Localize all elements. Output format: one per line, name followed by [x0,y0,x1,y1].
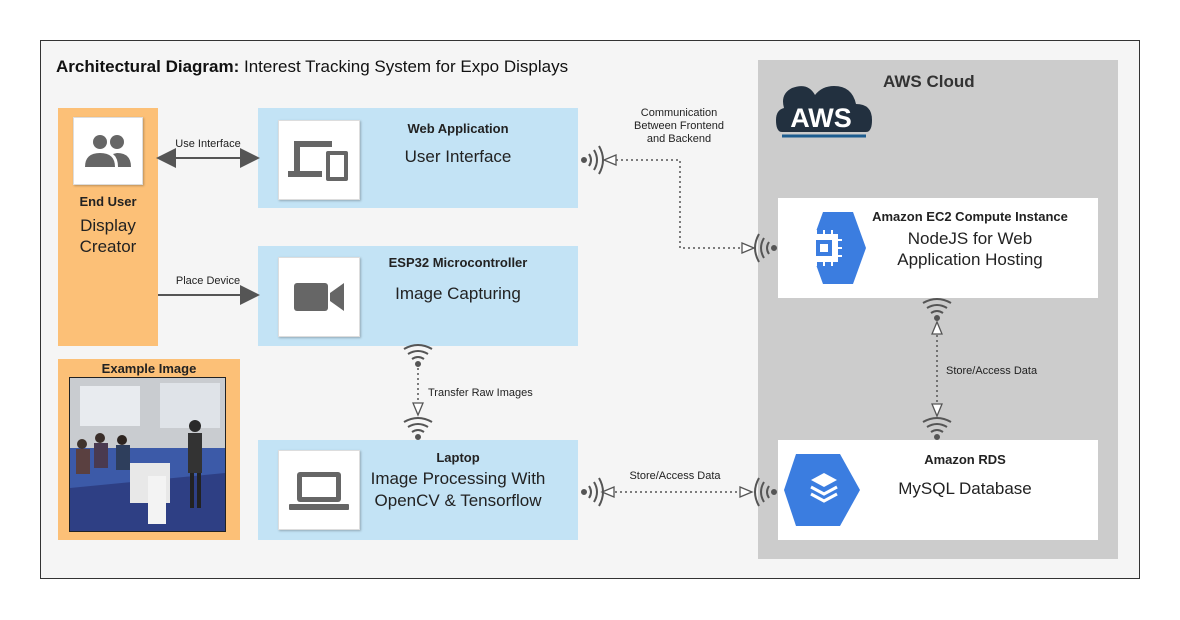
users-icon [85,135,131,167]
rds-heading: Amazon RDS [924,452,1006,467]
users-icon-box [73,117,143,185]
store-access-label-2: Store/Access Data [946,365,1038,377]
ec2-heading: Amazon EC2 Compute Instance [872,209,1068,224]
laptop-icon [289,472,349,510]
store-access-label-1: Store/Access Data [629,470,721,482]
communication-label-line1: Communication [640,107,718,119]
devices-icon-box [278,120,360,200]
rds-body: MySQL Database [898,479,1032,498]
video-camera-icon [294,283,344,311]
laptop-body-line1: Image Processing With [370,469,546,488]
communication-label-line3: and Backend [646,133,712,145]
web-application-heading: Web Application [407,121,509,136]
diagram-title: Architectural Diagram: Interest Tracking… [56,57,569,76]
example-image-label: Example Image [101,361,197,376]
example-photo [69,377,226,532]
esp32-body: Image Capturing [395,284,521,303]
end-user-heading: End User [79,194,137,209]
laptop-icon-box [278,450,360,530]
ec2-body-line1: NodeJS for Web [907,229,1033,248]
devices-icon [288,141,348,181]
communication-label-line2: Between Frontend [634,120,724,132]
place-device-label: Place Device [175,275,241,287]
transfer-raw-label: Transfer Raw Images [428,387,533,399]
use-interface-label: Use Interface [175,138,241,150]
aws-cloud-label: AWS Cloud [883,72,975,91]
laptop-heading: Laptop [436,450,480,465]
end-user-line2: Creator [79,237,137,256]
esp32-heading: ESP32 Microcontroller [388,255,528,270]
web-application-body: User Interface [404,147,512,166]
laptop-body-line2: OpenCV & Tensorflow [374,491,542,510]
ec2-body-line2: Application Hosting [897,250,1043,269]
video-camera-icon-box [278,257,360,337]
end-user-line1: Display [80,216,136,235]
